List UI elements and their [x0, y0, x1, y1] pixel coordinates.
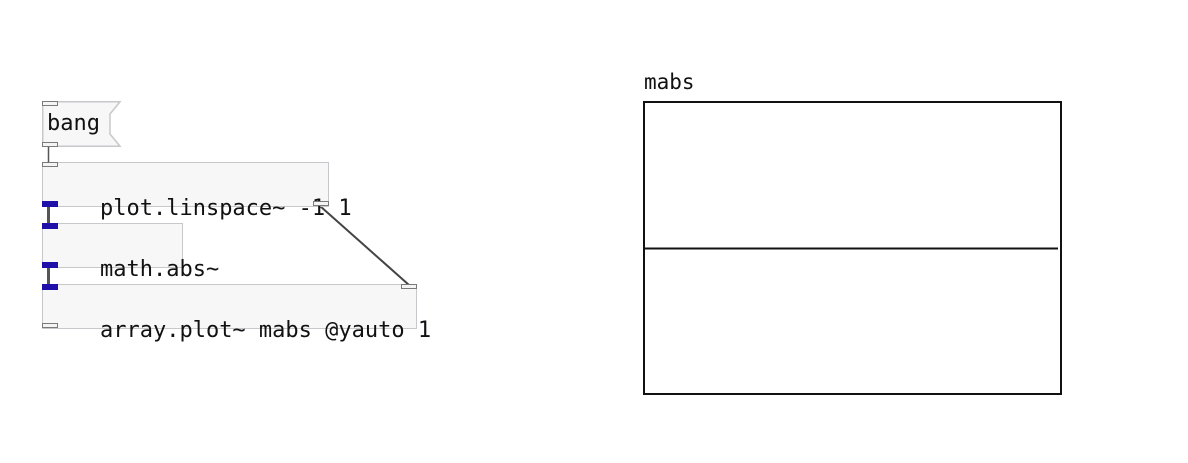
array-graph[interactable] [643, 101, 1062, 395]
array-plot-area [645, 247, 1058, 250]
linspace-signal-outlet[interactable] [41, 201, 58, 207]
bang-outlet[interactable] [42, 142, 58, 147]
linspace-object-box[interactable]: plot.linspace~ -1 1 [41, 161, 352, 221]
arrayplot-object-box[interactable]: array.plot~ mabs @yauto 1 [41, 283, 431, 343]
abs-signal-inlet[interactable] [41, 222, 58, 229]
linspace-inlet[interactable] [41, 161, 58, 167]
bang-inlet[interactable] [42, 101, 58, 106]
arrayplot-object-label: array.plot~ mabs @yauto 1 [99, 318, 432, 343]
arrayplot-signal-inlet[interactable] [41, 283, 58, 290]
abs-object-label: math.abs~ [99, 257, 220, 282]
linspace-right-outlet[interactable] [313, 201, 329, 206]
bang-message-label: bang [47, 111, 100, 136]
abs-object-box[interactable]: math.abs~ [41, 222, 219, 282]
abs-signal-outlet[interactable] [41, 262, 58, 268]
array-name-label: mabs [644, 70, 695, 94]
arrayplot-right-inlet[interactable] [401, 283, 417, 289]
bang-message-box[interactable]: bang [42, 101, 122, 147]
linspace-object-label: plot.linspace~ -1 1 [99, 196, 352, 221]
arrayplot-outlet[interactable] [41, 323, 58, 328]
